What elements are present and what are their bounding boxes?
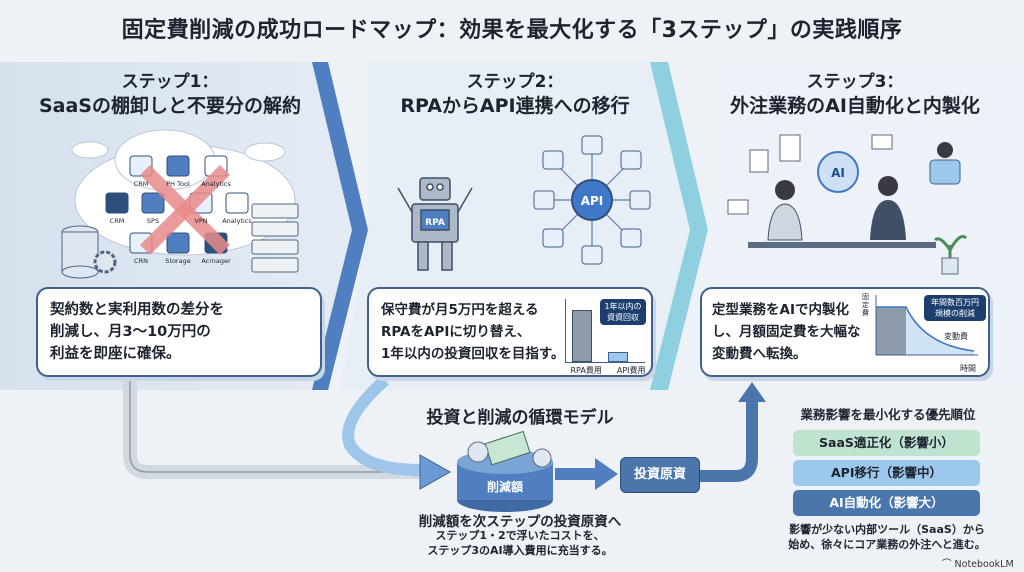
page-title: 固定費削減の成功ロードマップ：効果を最大化する「3ステップ」の実践順序 [121,18,903,43]
savings-pool-label: 削減額 [486,480,523,494]
cost-bar-chart: 1年以内の資資回収 [565,299,646,363]
cost-curve-chart [875,295,978,356]
priority-item-ai: AI自動化（影響大） [793,490,980,516]
ai-meeting-illustration [727,134,968,275]
step2-label: ステップ2： [466,72,564,92]
priority-title: 業務影響を最小化する優先順位 [800,407,976,422]
step2-chevron [650,62,708,390]
rpa-cost-bar [572,310,592,362]
savings-pool-icon [457,430,553,512]
robot-label: RPA [425,218,445,228]
bar-labels: RPA費用 API費用 [563,365,653,376]
step1-description: 契約数と実利用数の差分を削減し、月3〜10万円の利益を即座に確保。 [50,302,224,362]
priority-note: 影響が少ない内部ツール（SaaS）から始め、徐々にコア業務の外注へと進む。 [788,523,986,551]
api-cost-bar [608,352,628,362]
notebooklm-logo: ⌒ NotebookLM [942,559,1014,570]
cycle-subcaption: ステップ1・2で浮いたコストを、ステップ3のAI導入費用に充当する。 [427,529,613,557]
step1-chevron [312,62,368,390]
investment-fund-box: 投資原資 [620,457,700,493]
saas-app-label: Acrnager [201,257,231,265]
step3-card: 定型業務をAIで内製化し、月額固定費を大幅な変動費へ転換。 固定費 年間数百万円… [700,287,990,377]
api-hub-label: API [581,194,604,208]
saas-app-label: CRM [134,180,149,188]
flow-path-step3 [700,400,758,482]
rpa-robot-illustration [397,177,473,271]
saas-app-label: VPN [194,217,207,225]
savings-callout: 年間数百万円規模の削減 [924,295,986,321]
step3-title: 外注業務のAI自動化と内製化 [730,95,980,117]
variable-cost-label: 変動費 [944,332,968,341]
arrow-to-investment [595,458,618,490]
step1-title: SaaSの棚卸しと不要分の解約 [38,95,301,117]
saas-app-label: Storage [165,257,190,265]
step1-label: ステップ1： [121,72,219,92]
priority-item-saas: SaaS適正化（影響小） [793,430,980,456]
arrow-into-pool [419,454,452,490]
saas-app-label: SPS [147,217,159,225]
api-hub-diagram [533,135,651,265]
saas-app-label: PH Tool [166,180,190,188]
step3-description: 定型業務をAIで内製化し、月額固定費を大幅な変動費へ転換。 [712,302,861,362]
time-axis-label: 時間 [960,364,976,373]
rpa-cost-label: RPA費用 [570,366,602,375]
ai-brain-label: AI [831,166,845,180]
priority-item-api: API移行（影響中） [793,460,980,486]
saas-app-label: Analytics [201,180,231,188]
fixed-cost-axis-label: 固定費 [862,293,869,317]
step1-card: 契約数と実利用数の差分を削減し、月3〜10万円の利益を即座に確保。 [36,287,322,377]
saas-cloud-illustration [61,129,299,279]
flow-path-step2 [342,375,421,476]
saas-app-label: Analytics [222,217,252,225]
step3-heading: ステップ3： 外注業務のAI自動化と内製化 [705,70,1005,118]
saas-app-label: CRN [134,257,148,265]
step2-heading: ステップ2： RPAからAPI連携への移行 [365,70,665,118]
cycle-title: 投資と削減の循環モデル [426,408,614,428]
step3-label: ステップ3： [806,72,904,92]
step1-heading: ステップ1： SaaSの棚卸しと不要分の解約 [20,70,320,118]
api-cost-label: API費用 [616,366,646,375]
saas-app-label: CRM [110,217,125,225]
step2-title: RPAからAPI連携への移行 [400,95,630,117]
payback-callout: 1年以内の資資回収 [600,299,646,325]
cycle-caption: 削減額を次ステップの投資原資へ [418,514,622,530]
